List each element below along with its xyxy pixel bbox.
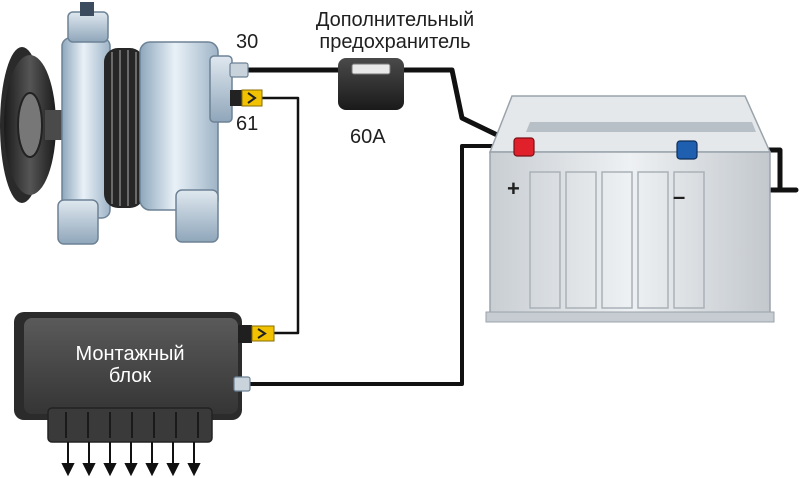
battery-top-stripe xyxy=(526,122,756,132)
alternator-stator-fins xyxy=(111,50,137,206)
terminal-61-label: 61 xyxy=(236,113,259,135)
wire-battery-to-block xyxy=(248,144,522,386)
alternator-rear-plate xyxy=(209,55,233,123)
mounting-block-label-line1: Монтажный xyxy=(75,343,185,365)
alternator-front-housing xyxy=(61,37,111,219)
fuse-title-line1: Дополнительный xyxy=(315,9,475,31)
battery-cells xyxy=(529,171,705,309)
fuse xyxy=(338,58,404,110)
terminal-61-connector-arrow xyxy=(247,92,257,104)
block-signal-connector xyxy=(251,325,275,342)
mounting-block xyxy=(14,312,275,477)
alternator-stator xyxy=(104,48,144,208)
alternator xyxy=(0,2,263,245)
battery-negative-terminal xyxy=(676,140,698,160)
output-arrows xyxy=(61,442,201,477)
battery-plus-sign: + xyxy=(507,176,520,201)
alternator-top-bolt xyxy=(80,2,94,16)
terminal-30-stud xyxy=(229,62,249,78)
mounting-block-connector-pins xyxy=(65,412,199,438)
block-signal-connector-arrow xyxy=(257,328,267,339)
fuse-rating-label: 60А xyxy=(350,126,386,148)
fuse-window xyxy=(351,63,391,75)
wire-fuse-to-battery-plus xyxy=(395,67,523,149)
terminal-61-socket xyxy=(230,90,242,106)
battery-base xyxy=(485,311,775,323)
alternator-lower-mount xyxy=(175,189,219,243)
fuse-title-line2: предохранитель xyxy=(319,31,471,53)
terminal-61-connector xyxy=(241,89,263,107)
battery-case xyxy=(489,151,771,318)
mounting-block-connector xyxy=(47,407,213,443)
battery-positive-terminal xyxy=(513,137,535,157)
alternator-pulley-hub xyxy=(17,92,43,158)
alternator-rear-housing xyxy=(139,41,219,211)
block-power-stud xyxy=(233,376,251,392)
wire-terminal-61-to-block xyxy=(260,96,300,335)
battery xyxy=(485,95,775,323)
block-signal-socket xyxy=(238,325,252,343)
mounting-block-label-line2: блок xyxy=(108,365,152,387)
battery-minus-sign: – xyxy=(673,184,686,209)
alternator-bottom-mount xyxy=(57,199,99,245)
alternator-top-mount xyxy=(67,11,109,43)
terminal-30-label: 30 xyxy=(236,31,259,53)
mounting-block-body xyxy=(24,318,238,414)
